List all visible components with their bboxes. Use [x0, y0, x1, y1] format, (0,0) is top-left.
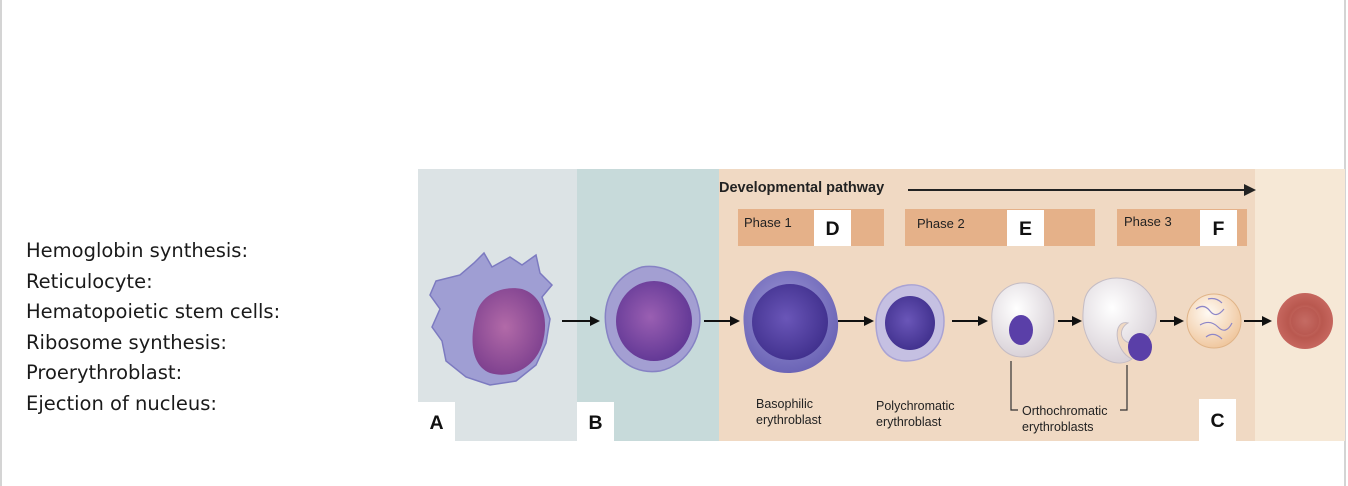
phase-bar-1	[738, 209, 884, 246]
basophilic-erythroblast-nucleus	[752, 284, 828, 360]
red-blood-cell-center	[1291, 307, 1319, 335]
arrow-icon	[1072, 316, 1082, 326]
reticulocyte-body	[1186, 293, 1242, 349]
caption-orthochromatic-line1: Orthochromatic	[1022, 404, 1108, 418]
pathway-title: Developmental pathway	[719, 180, 885, 196]
stem-cell-nucleus	[472, 288, 546, 375]
orthochromatic-bracket	[1010, 361, 1128, 411]
term-hematopoietic-stem-cells: Hematopoietic stem cells:	[26, 300, 281, 323]
phase-label-2: Phase 2	[917, 216, 965, 231]
frame-border-right	[1344, 0, 1346, 486]
term-ejection-of-nucleus: Ejection of nucleus:	[26, 391, 217, 415]
phase-bar-2	[905, 209, 1095, 246]
term-ribosome-synthesis: Ribosome synthesis:	[26, 330, 227, 354]
letter-box-c: C	[1199, 399, 1236, 441]
letter-box-e: E	[1007, 210, 1044, 246]
reticulocyte-ribosome-network	[1195, 297, 1233, 340]
ejected-nucleus	[1128, 333, 1152, 361]
polychromatic-erythroblast-nucleus	[885, 296, 935, 350]
letter-box-b: B	[577, 402, 614, 441]
caption-basophilic-line1: Basophilic	[756, 397, 813, 411]
arrow-icon	[1174, 316, 1184, 326]
caption-basophilic-line2: erythroblast	[756, 413, 822, 427]
phase-label-3: Phase 3	[1124, 214, 1172, 229]
orthochromatic-erythroblast-1-nucleus	[1009, 315, 1033, 345]
cell-illustrations	[429, 251, 1333, 411]
caption-orthochromatic-line2: erythroblasts	[1022, 420, 1094, 434]
arrow-icon	[1262, 316, 1272, 326]
term-reticulocyte: Reticulocyte:	[26, 269, 153, 293]
frame-border-left	[0, 0, 2, 486]
proerythroblast-nucleus	[616, 281, 692, 361]
letter-box-a: A	[418, 402, 455, 441]
arrow-icon	[1244, 184, 1256, 196]
letter-box-f: F	[1200, 210, 1237, 246]
erythropoiesis-figure: Developmental pathway Phase 1 Phase 2 Ph…	[418, 169, 1345, 441]
term-list: Hemoglobin synthesis: Reticulocyte: Hema…	[26, 236, 280, 419]
term-hemoglobin-synthesis: Hemoglobin synthesis:	[26, 239, 249, 262]
arrow-icon	[590, 316, 600, 326]
pathway-arrow-line	[908, 189, 1248, 191]
arrow-icon	[978, 316, 988, 326]
arrow-icon	[864, 316, 874, 326]
arrow-icon	[730, 316, 740, 326]
term-proerythroblast: Proerythroblast:	[26, 361, 183, 384]
phase-label-1: Phase 1	[744, 215, 792, 230]
caption-polychromatic-line2: erythroblast	[876, 415, 942, 429]
letter-box-d: D	[814, 210, 851, 246]
caption-polychromatic-line1: Polychromatic	[876, 399, 955, 413]
